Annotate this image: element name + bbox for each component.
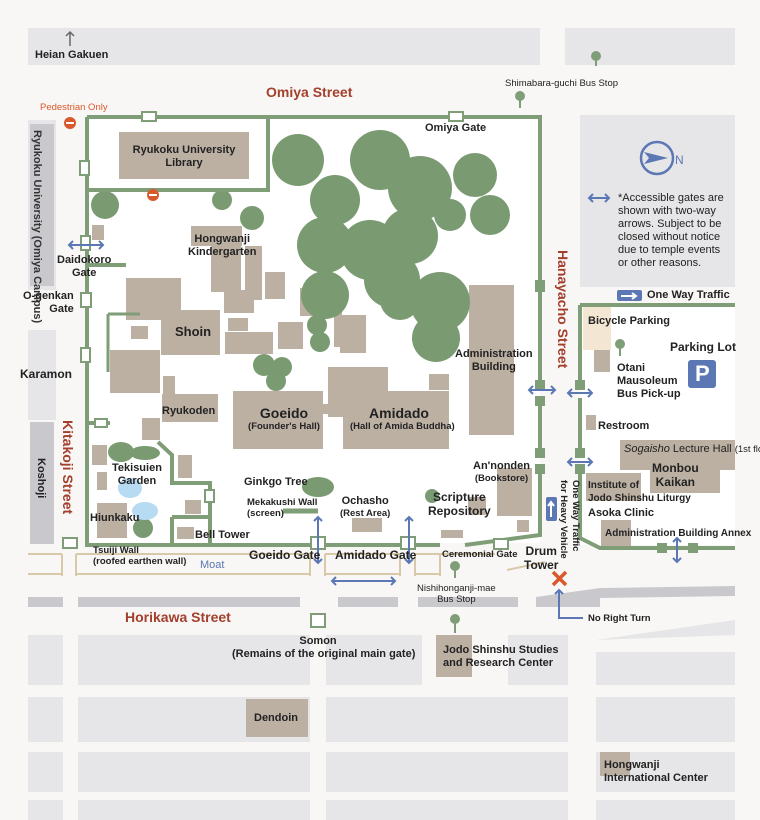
up-arrow-icon (65, 30, 75, 46)
trees (91, 130, 510, 538)
parking-icon-letter: P (695, 361, 710, 386)
ginkgo-label: Ginkgo Tree (244, 476, 308, 488)
compass (639, 140, 675, 176)
hanayacho-street-label: Hanayacho Street (555, 250, 571, 369)
temple-wall (85, 115, 735, 550)
annonden-label: An'nonden(Bookstore) (473, 460, 530, 484)
ryukoku-campus-label: Ryukoku University (Omiya Campus) (31, 130, 43, 324)
ochasho-label: Ochasho(Rest Area) (340, 495, 391, 519)
mekakushi-label: Mekakushi Wall(screen) (247, 497, 318, 519)
shimabara-bus-label: Shimabara-guchi Bus Stop (505, 78, 619, 89)
bell-tower-label: Bell Tower (195, 529, 250, 541)
restroom-label: Restroom (598, 420, 650, 432)
somon-label: Somon(Remains of the original main gate) (232, 635, 416, 660)
moat-lines (28, 553, 546, 576)
ryukoden-label: Ryukoden (162, 405, 216, 417)
karamon-label[interactable]: Karamon (20, 367, 73, 381)
goeido-gate-label[interactable]: Goeido Gate (249, 548, 321, 562)
kitakoji-street-label: Kitakoji Street (60, 420, 76, 515)
parking-lot-label: Parking Lot (670, 340, 737, 354)
bus-stop-icons (450, 51, 625, 633)
no-right-turn-label: No Right Turn (588, 613, 651, 624)
ceremonial-gate-label[interactable]: Ceremonial Gate (442, 549, 518, 560)
bicycle-parking-label: Bicycle Parking (588, 315, 670, 327)
annex-label: Administration Building Annex (605, 528, 752, 539)
north-label: N (675, 153, 684, 167)
shoin-label: Shoin (175, 324, 212, 339)
buildings (92, 132, 735, 776)
omiya-gate-label[interactable]: Omiya Gate (425, 122, 487, 134)
koshoji-label: Koshoji (35, 458, 47, 499)
hiunkaku-label: Hiunkaku (90, 512, 140, 524)
asoka-clinic-label: Asoka Clinic (588, 507, 655, 519)
tsuji-wall-label: Tsuiji Wall(roofed earthen wall) (93, 545, 187, 567)
pedestrian-only-label: Pedestrian Only (40, 102, 108, 113)
accessible-arrows (67, 193, 682, 619)
goeido-label: Goeido(Founder's Hall) (248, 405, 320, 432)
parking-icon (688, 360, 716, 388)
dendoin-label: Dendoin (254, 712, 298, 724)
horikawa-street-label: Horikawa Street (125, 609, 231, 625)
bicycle-parking-area (583, 307, 611, 350)
omiya-street-label: Omiya Street (266, 84, 353, 100)
amidado-label: Amidado(Hall of Amida Buddha) (350, 405, 455, 432)
sogaisho-label: Sogaisho Lecture Hall (1st floor) (624, 443, 760, 455)
heian-gakuen-label: Heian Gakuen (35, 49, 109, 61)
moat-label: Moat (200, 559, 225, 571)
one-way-legend-label: One Way Traffic (647, 289, 730, 301)
amidado-gate-label[interactable]: Amidado Gate (335, 548, 417, 562)
no-right-turn-x-icon (551, 570, 568, 587)
